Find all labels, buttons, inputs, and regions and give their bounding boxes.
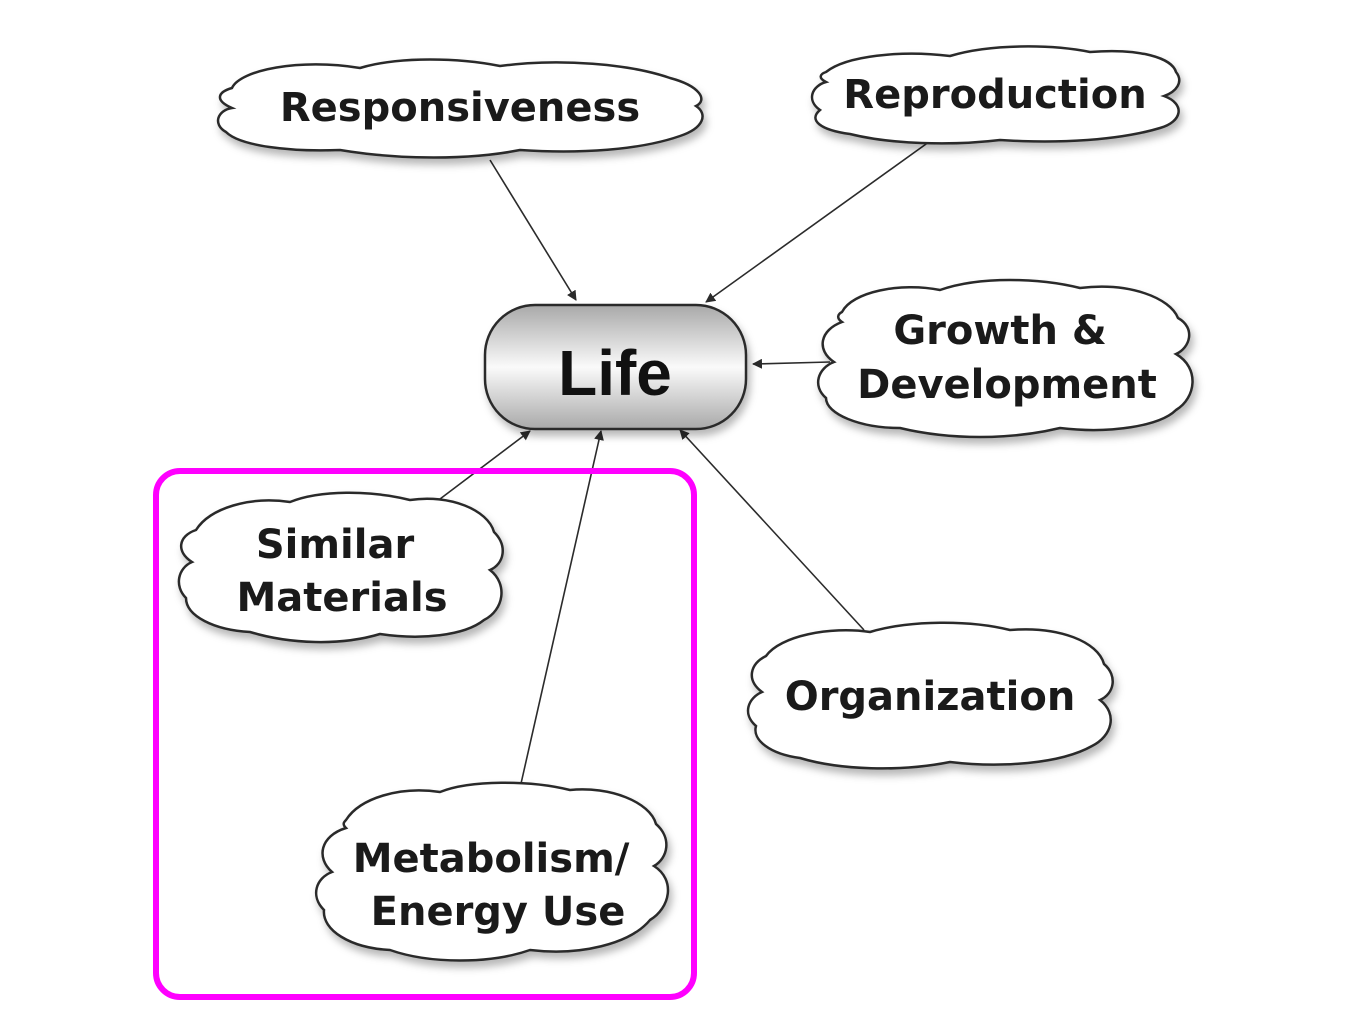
node-label-line: Similar xyxy=(256,522,415,568)
node-label-line: Development xyxy=(857,362,1157,408)
cloud-responsiveness[interactable]: Responsiveness xyxy=(216,58,704,159)
edge-reproduction-to-life xyxy=(705,133,941,303)
highlight-box xyxy=(153,468,697,1000)
node-label-line: Responsiveness xyxy=(280,85,640,131)
cloud-organization[interactable]: Organization xyxy=(746,621,1114,770)
node-label-line: Organization xyxy=(785,674,1076,720)
node-label-line: Energy Use xyxy=(371,889,626,935)
edge-organization-to-life xyxy=(679,429,865,631)
node-label-line: Reproduction xyxy=(843,72,1146,118)
edge-similar-materials-to-life xyxy=(435,430,531,503)
cloud-shape xyxy=(816,278,1194,439)
node-label: Reproduction xyxy=(843,72,1146,118)
node-label: Responsiveness xyxy=(280,85,640,131)
node-label-line: Materials xyxy=(237,575,448,621)
cloud-shape xyxy=(746,621,1114,770)
cloud-reproduction[interactable]: Reproduction xyxy=(810,45,1181,145)
cloud-growth-development[interactable]: Growth & Development xyxy=(816,278,1194,439)
edges xyxy=(435,133,941,789)
life-label: Life xyxy=(558,337,672,409)
life-node[interactable]: Life xyxy=(483,303,748,431)
edge-metabolism-to-life xyxy=(519,430,604,789)
node-label: Metabolism/ Energy Use xyxy=(353,836,644,935)
node-label-line: Metabolism/ xyxy=(353,836,630,882)
cloud-shape xyxy=(810,45,1181,145)
life-node-shape xyxy=(483,303,748,431)
cloud-similar-materials[interactable]: Similar Materials xyxy=(177,491,504,644)
node-label: Similar Materials xyxy=(237,522,448,621)
cloud-shape xyxy=(216,58,704,159)
node-label: Organization xyxy=(785,674,1076,720)
cloud-shape xyxy=(314,781,670,962)
cloud-metabolism[interactable]: Metabolism/ Energy Use xyxy=(314,781,670,962)
node-label-line: Growth & xyxy=(893,308,1106,354)
cloud-shape xyxy=(177,491,504,644)
edge-growth-to-life xyxy=(752,358,831,369)
edge-responsiveness-to-life xyxy=(489,159,577,301)
node-label: Growth & Development xyxy=(857,308,1157,408)
